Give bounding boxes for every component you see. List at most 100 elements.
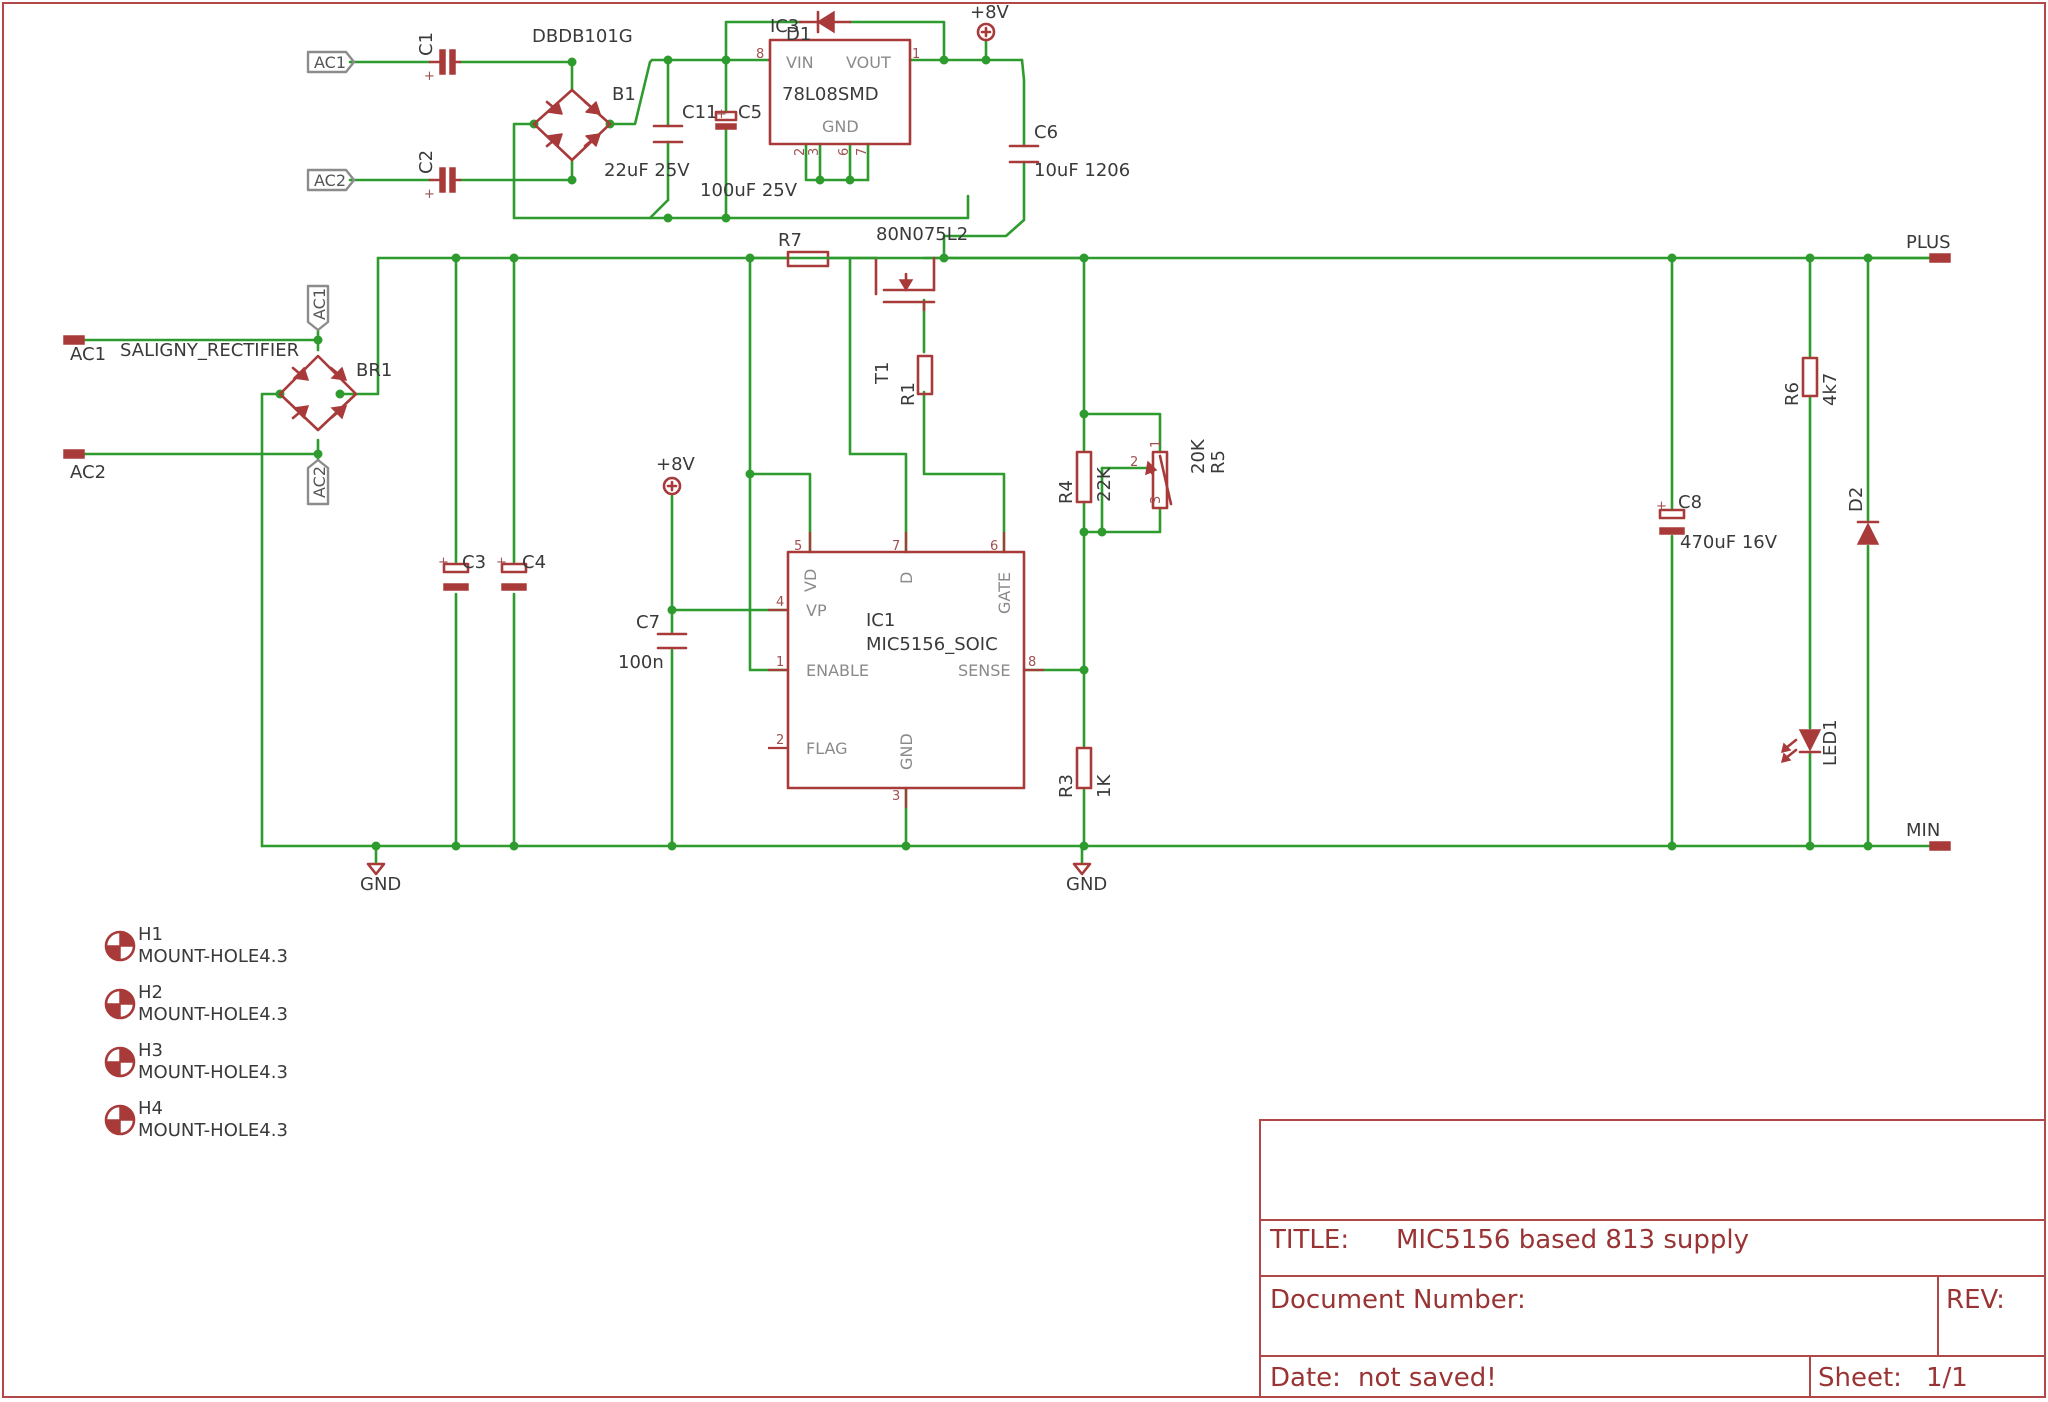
svg-text:GND: GND <box>822 117 859 136</box>
svg-text:FLAG: FLAG <box>806 739 848 758</box>
ground-symbol-center: GND <box>1066 862 1107 895</box>
title-label: TITLE: <box>1269 1225 1349 1255</box>
resistor-r6: R6 4k7 <box>1782 356 1841 406</box>
svg-text:C5: C5 <box>738 102 762 123</box>
svg-text:5: 5 <box>794 539 802 554</box>
svg-text:D2: D2 <box>1846 487 1867 512</box>
svg-text:2: 2 <box>1130 455 1138 470</box>
controller-ic1: VD D GATE VP ENABLE SENSE FLAG GND 5 7 6… <box>768 532 1044 808</box>
capacitor-c5: + C5 100uF 25V <box>700 102 798 201</box>
capacitor-c7: C7 100n <box>618 612 688 673</box>
svg-text:R1: R1 <box>898 382 919 406</box>
svg-text:3: 3 <box>892 789 900 804</box>
svg-text:+8V: +8V <box>656 454 696 475</box>
capacitor-c4: + C4 <box>496 552 546 591</box>
svg-text:7: 7 <box>855 148 870 156</box>
connector-min: MIN <box>1906 820 1951 851</box>
capacitor-c3: + C3 <box>438 552 486 591</box>
svg-text:IC1: IC1 <box>866 610 895 631</box>
svg-text:H3: H3 <box>138 1040 163 1061</box>
svg-text:1: 1 <box>912 47 920 62</box>
capacitor-c1: + C1 <box>416 32 462 84</box>
svg-text:SALIGNY_RECTIFIER: SALIGNY_RECTIFIER <box>120 340 299 361</box>
svg-text:D: D <box>897 572 916 584</box>
resistor-r3: R3 1K <box>1056 746 1115 798</box>
svg-text:+: + <box>496 555 507 570</box>
svg-text:VOUT: VOUT <box>846 53 891 72</box>
sheet-value: 1/1 <box>1926 1363 1968 1393</box>
svg-text:GATE: GATE <box>995 572 1014 614</box>
mosfet-t1: 80N075L2 T1 <box>872 224 968 385</box>
svg-text:C3: C3 <box>462 552 486 573</box>
svg-text:AC1: AC1 <box>314 53 346 72</box>
regulator-ic3: VIN VOUT 78L08SMD GND 8 1 2 3 6 7 IC3 <box>756 16 920 156</box>
title-value: MIC5156 based 813 supply <box>1396 1225 1749 1255</box>
svg-text:AC2: AC2 <box>314 171 346 190</box>
diode-d2: D2 <box>1846 487 1880 545</box>
svg-text:+: + <box>716 107 727 122</box>
svg-text:LED1: LED1 <box>1820 719 1841 766</box>
svg-text:H1: H1 <box>138 924 163 945</box>
resistor-r4: R4 22K <box>1056 450 1115 504</box>
capacitor-c11: C11 22uF 25V <box>604 102 717 181</box>
svg-text:VIN: VIN <box>786 53 814 72</box>
port-br1-ac1: AC1 <box>306 284 330 332</box>
svg-text:BR1: BR1 <box>356 360 392 381</box>
svg-text:C1: C1 <box>416 32 437 56</box>
svg-text:8: 8 <box>756 47 764 62</box>
svg-text:+: + <box>424 187 435 202</box>
svg-text:GND: GND <box>897 733 916 770</box>
svg-text:H2: H2 <box>138 982 163 1003</box>
date-value: not saved! <box>1358 1363 1497 1393</box>
ground-symbol-left: GND <box>360 862 401 895</box>
svg-text:+: + <box>438 555 449 570</box>
svg-text:470uF 16V: 470uF 16V <box>1680 532 1778 553</box>
connector-plus: PLUS <box>1866 232 1951 263</box>
svg-text:R6: R6 <box>1782 382 1803 406</box>
svg-text:6: 6 <box>837 148 852 156</box>
svg-text:22K: 22K <box>1094 466 1115 502</box>
svg-text:C4: C4 <box>522 552 546 573</box>
svg-text:VD: VD <box>801 569 820 592</box>
connector-ac2-in: AC2 <box>63 449 106 483</box>
svg-text:GND: GND <box>1066 874 1107 895</box>
capacitor-c2: + C2 <box>416 150 462 202</box>
supply-plus8v-top: +8V <box>970 2 1010 42</box>
svg-text:D1: D1 <box>786 24 811 45</box>
mount-hole-h1: H1 MOUNT-HOLE4.3 <box>104 924 288 967</box>
svg-text:MIN: MIN <box>1906 820 1940 841</box>
svg-text:4k7: 4k7 <box>1820 373 1841 406</box>
svg-text:100n: 100n <box>618 652 664 673</box>
svg-text:2: 2 <box>776 733 784 748</box>
svg-text:22uF 25V: 22uF 25V <box>604 160 690 181</box>
svg-text:20K: 20K <box>1188 438 1209 474</box>
svg-text:7: 7 <box>892 539 900 554</box>
svg-text:1: 1 <box>776 655 784 670</box>
bridge-rectifier-b1: DBDB101G B1 <box>532 26 636 162</box>
mount-hole-h3: H3 MOUNT-HOLE4.3 <box>104 1040 288 1083</box>
mount-hole-h4: H4 MOUNT-HOLE4.3 <box>104 1098 288 1141</box>
junctions <box>275 55 1873 851</box>
svg-text:+: + <box>1656 499 1667 514</box>
connector-ac1-in: AC1 <box>63 335 106 365</box>
document-number-label: Document Number: <box>1270 1285 1526 1315</box>
svg-text:C8: C8 <box>1678 492 1702 513</box>
svg-text:SENSE: SENSE <box>958 661 1011 680</box>
svg-text:10uF 1206: 10uF 1206 <box>1034 160 1130 181</box>
svg-text:1: 1 <box>1149 440 1164 448</box>
svg-text:C2: C2 <box>416 150 437 174</box>
svg-text:MIC5156_SOIC: MIC5156_SOIC <box>866 634 998 655</box>
svg-text:1K: 1K <box>1094 774 1115 798</box>
svg-text:AC1: AC1 <box>310 288 329 320</box>
wires <box>82 20 1932 864</box>
svg-text:C6: C6 <box>1034 122 1058 143</box>
svg-text:8: 8 <box>1028 655 1036 670</box>
svg-text:3: 3 <box>807 148 822 156</box>
svg-text:C7: C7 <box>636 612 660 633</box>
port-ac1-top: AC1 <box>306 50 356 74</box>
svg-text:R7: R7 <box>778 230 802 251</box>
potentiometer-r5: 20K R5 1 2 3 <box>1130 438 1229 510</box>
